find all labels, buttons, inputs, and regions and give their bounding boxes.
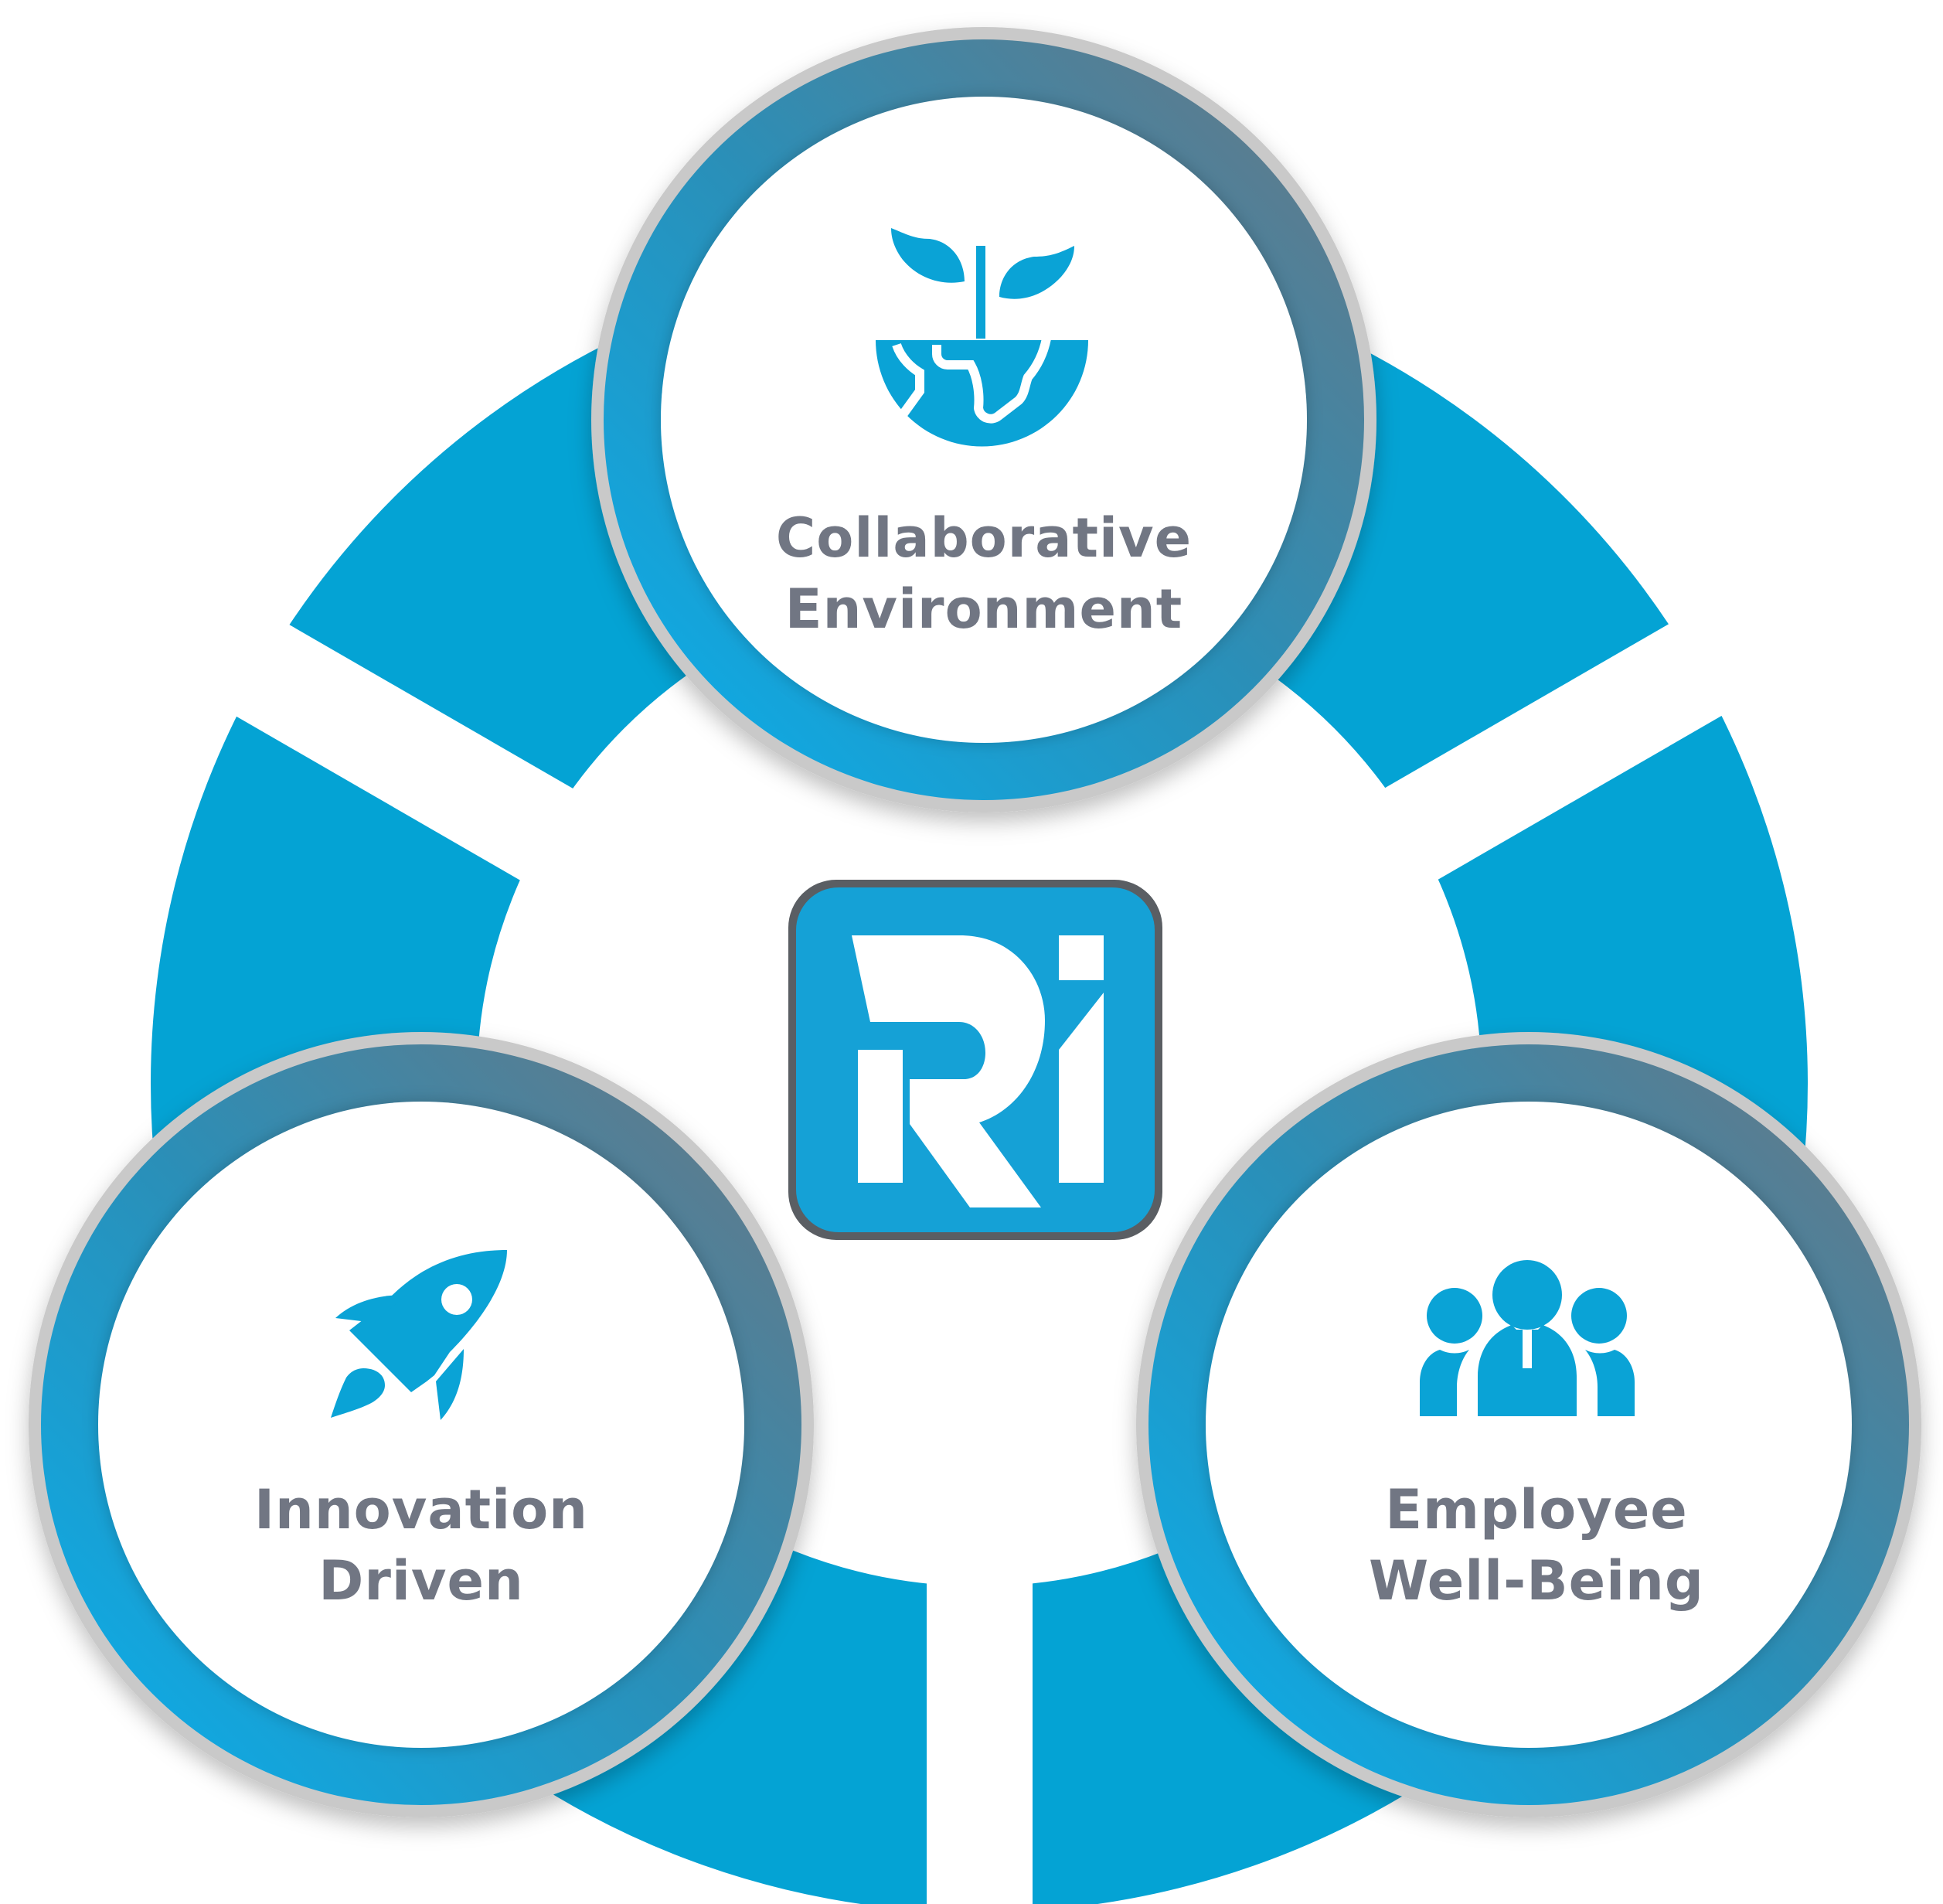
label-line-2: Well-Being	[1369, 1549, 1704, 1613]
label-line-2: Driven	[318, 1549, 524, 1613]
label-line-1: Employee	[1385, 1478, 1688, 1541]
rocket-icon	[331, 1250, 507, 1420]
label-collaborative-environment: Collaborative Environment	[752, 502, 1216, 645]
circle-innovation	[29, 1032, 814, 1817]
plant-globe-icon	[876, 228, 1088, 447]
circle-wellbeing	[1136, 1032, 1921, 1817]
label-innovation-driven: Innovation Driven	[189, 1474, 653, 1616]
center-logo	[788, 880, 1162, 1240]
label-line-2: Environment	[784, 577, 1183, 641]
label-line-1: Collaborative	[775, 506, 1193, 570]
label-employee-well-being: Employee Well-Being	[1305, 1474, 1768, 1616]
team-icon	[1420, 1260, 1635, 1416]
label-line-1: Innovation	[254, 1478, 589, 1541]
